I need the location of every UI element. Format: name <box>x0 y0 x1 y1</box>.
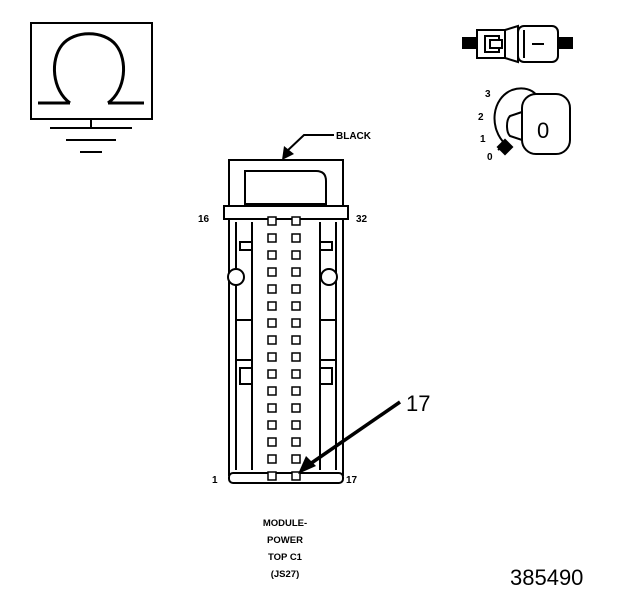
key-position-0-label: 0 <box>487 152 493 163</box>
caption-line-3: TOP C1 <box>268 552 303 563</box>
callout-17-arrow-line <box>309 400 401 466</box>
caption-line-4: (JS27) <box>271 569 300 580</box>
pin-32-label: 32 <box>356 214 368 225</box>
pin-17-label: 17 <box>346 475 358 486</box>
key-face-label: 0 <box>537 118 549 143</box>
connector-body <box>223 159 349 484</box>
caption-line-1: MODULE- <box>263 518 307 529</box>
connector-terminal-icon <box>462 24 573 64</box>
key-position-3-label: 3 <box>485 89 491 100</box>
pin-row-right <box>291 216 301 481</box>
key-position-1-label: 1 <box>480 134 486 145</box>
callout-17-label: 17 <box>406 391 430 416</box>
color-leader-arrowhead <box>282 146 294 160</box>
figure-number: 385490 <box>510 565 583 590</box>
callout-17-arrowhead <box>298 456 316 474</box>
caption-line-2: POWER <box>267 535 303 546</box>
pin-16-label: 16 <box>198 214 210 225</box>
pin-row-left <box>267 216 277 481</box>
ohm-ground-icon <box>30 22 153 153</box>
color-leader-line <box>285 134 334 153</box>
color-label: BLACK <box>336 131 372 142</box>
key-position-2-label: 2 <box>478 112 484 123</box>
key-position-icon <box>493 87 571 156</box>
pin-1-label: 1 <box>212 475 218 486</box>
